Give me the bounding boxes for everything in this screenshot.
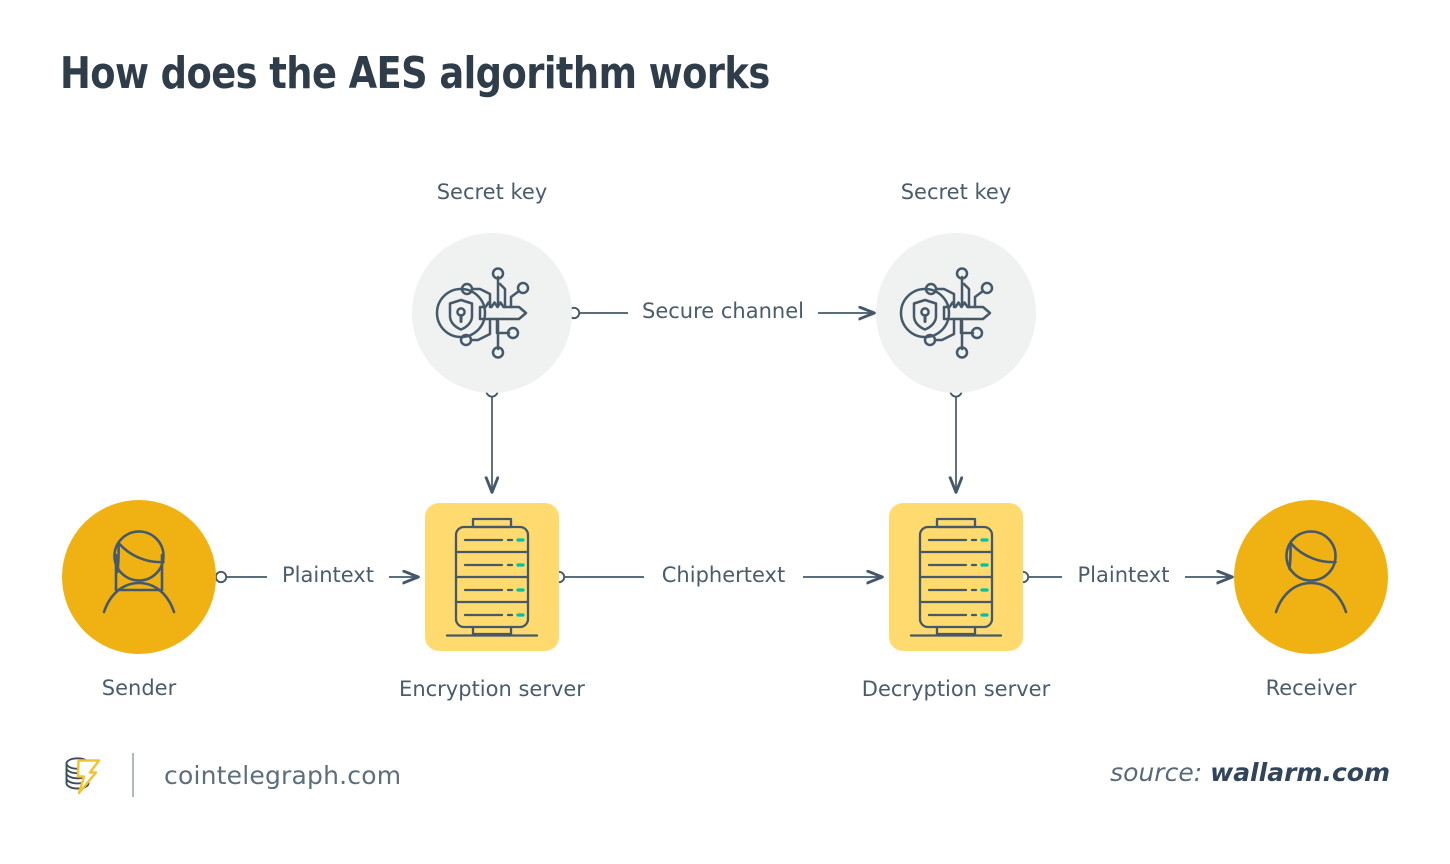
connector-label-plaintext-right: Plaintext xyxy=(1077,563,1170,587)
node-label-encryption-server: Encryption server xyxy=(399,677,585,701)
footer-divider xyxy=(132,753,134,797)
connector-key-left-to-encryption xyxy=(486,384,497,492)
node-label-sender: Sender xyxy=(101,676,177,700)
lightning-bolt-icon xyxy=(76,759,101,795)
node-label-secret-key-right: Secret key xyxy=(900,180,1012,204)
page-title: How does the AES algorithm works xyxy=(60,48,770,99)
source-prefix-label: source: xyxy=(1110,758,1203,787)
footer-site-label[interactable]: cointelegraph.com xyxy=(164,760,402,790)
connector-sender-to-encryption xyxy=(214,572,418,582)
secret-key-right-node[interactable] xyxy=(876,233,1036,393)
connector-label-secure-channel: Secure channel xyxy=(642,299,804,323)
server-led-indicators xyxy=(980,538,989,617)
decryption-server-node[interactable] xyxy=(889,503,1023,651)
footer-brand[interactable]: cointelegraph.com xyxy=(60,752,401,798)
connector-secure-channel xyxy=(567,308,874,318)
sender-node[interactable] xyxy=(62,500,216,654)
source-domain-label[interactable]: wallarm.com xyxy=(1210,758,1390,787)
node-label-decryption-server: Decryption server xyxy=(861,677,1051,701)
server-rack-icon xyxy=(445,517,539,637)
secret-key-left-node[interactable] xyxy=(412,233,572,393)
receiver-node[interactable] xyxy=(1234,500,1388,654)
secure-key-icon xyxy=(435,267,530,359)
connector-key-right-to-decryption xyxy=(950,384,961,492)
node-label-receiver: Receiver xyxy=(1265,676,1357,700)
encryption-server-node[interactable] xyxy=(425,503,559,651)
user-male-icon xyxy=(1274,530,1348,614)
server-rack-icon xyxy=(909,517,1003,637)
user-female-icon xyxy=(102,530,176,614)
server-led-indicators xyxy=(516,538,525,617)
footer-source: source: wallarm.com xyxy=(1110,758,1390,787)
footer: cointelegraph.com source: wallarm.com xyxy=(0,744,1450,834)
secure-key-icon xyxy=(899,267,994,359)
cointelegraph-logo-icon xyxy=(65,757,101,795)
node-label-secret-key-left: Secret key xyxy=(436,180,548,204)
connector-label-chiphertext: Chiphertext xyxy=(661,563,786,587)
connector-label-plaintext-left: Plaintext xyxy=(282,563,374,587)
